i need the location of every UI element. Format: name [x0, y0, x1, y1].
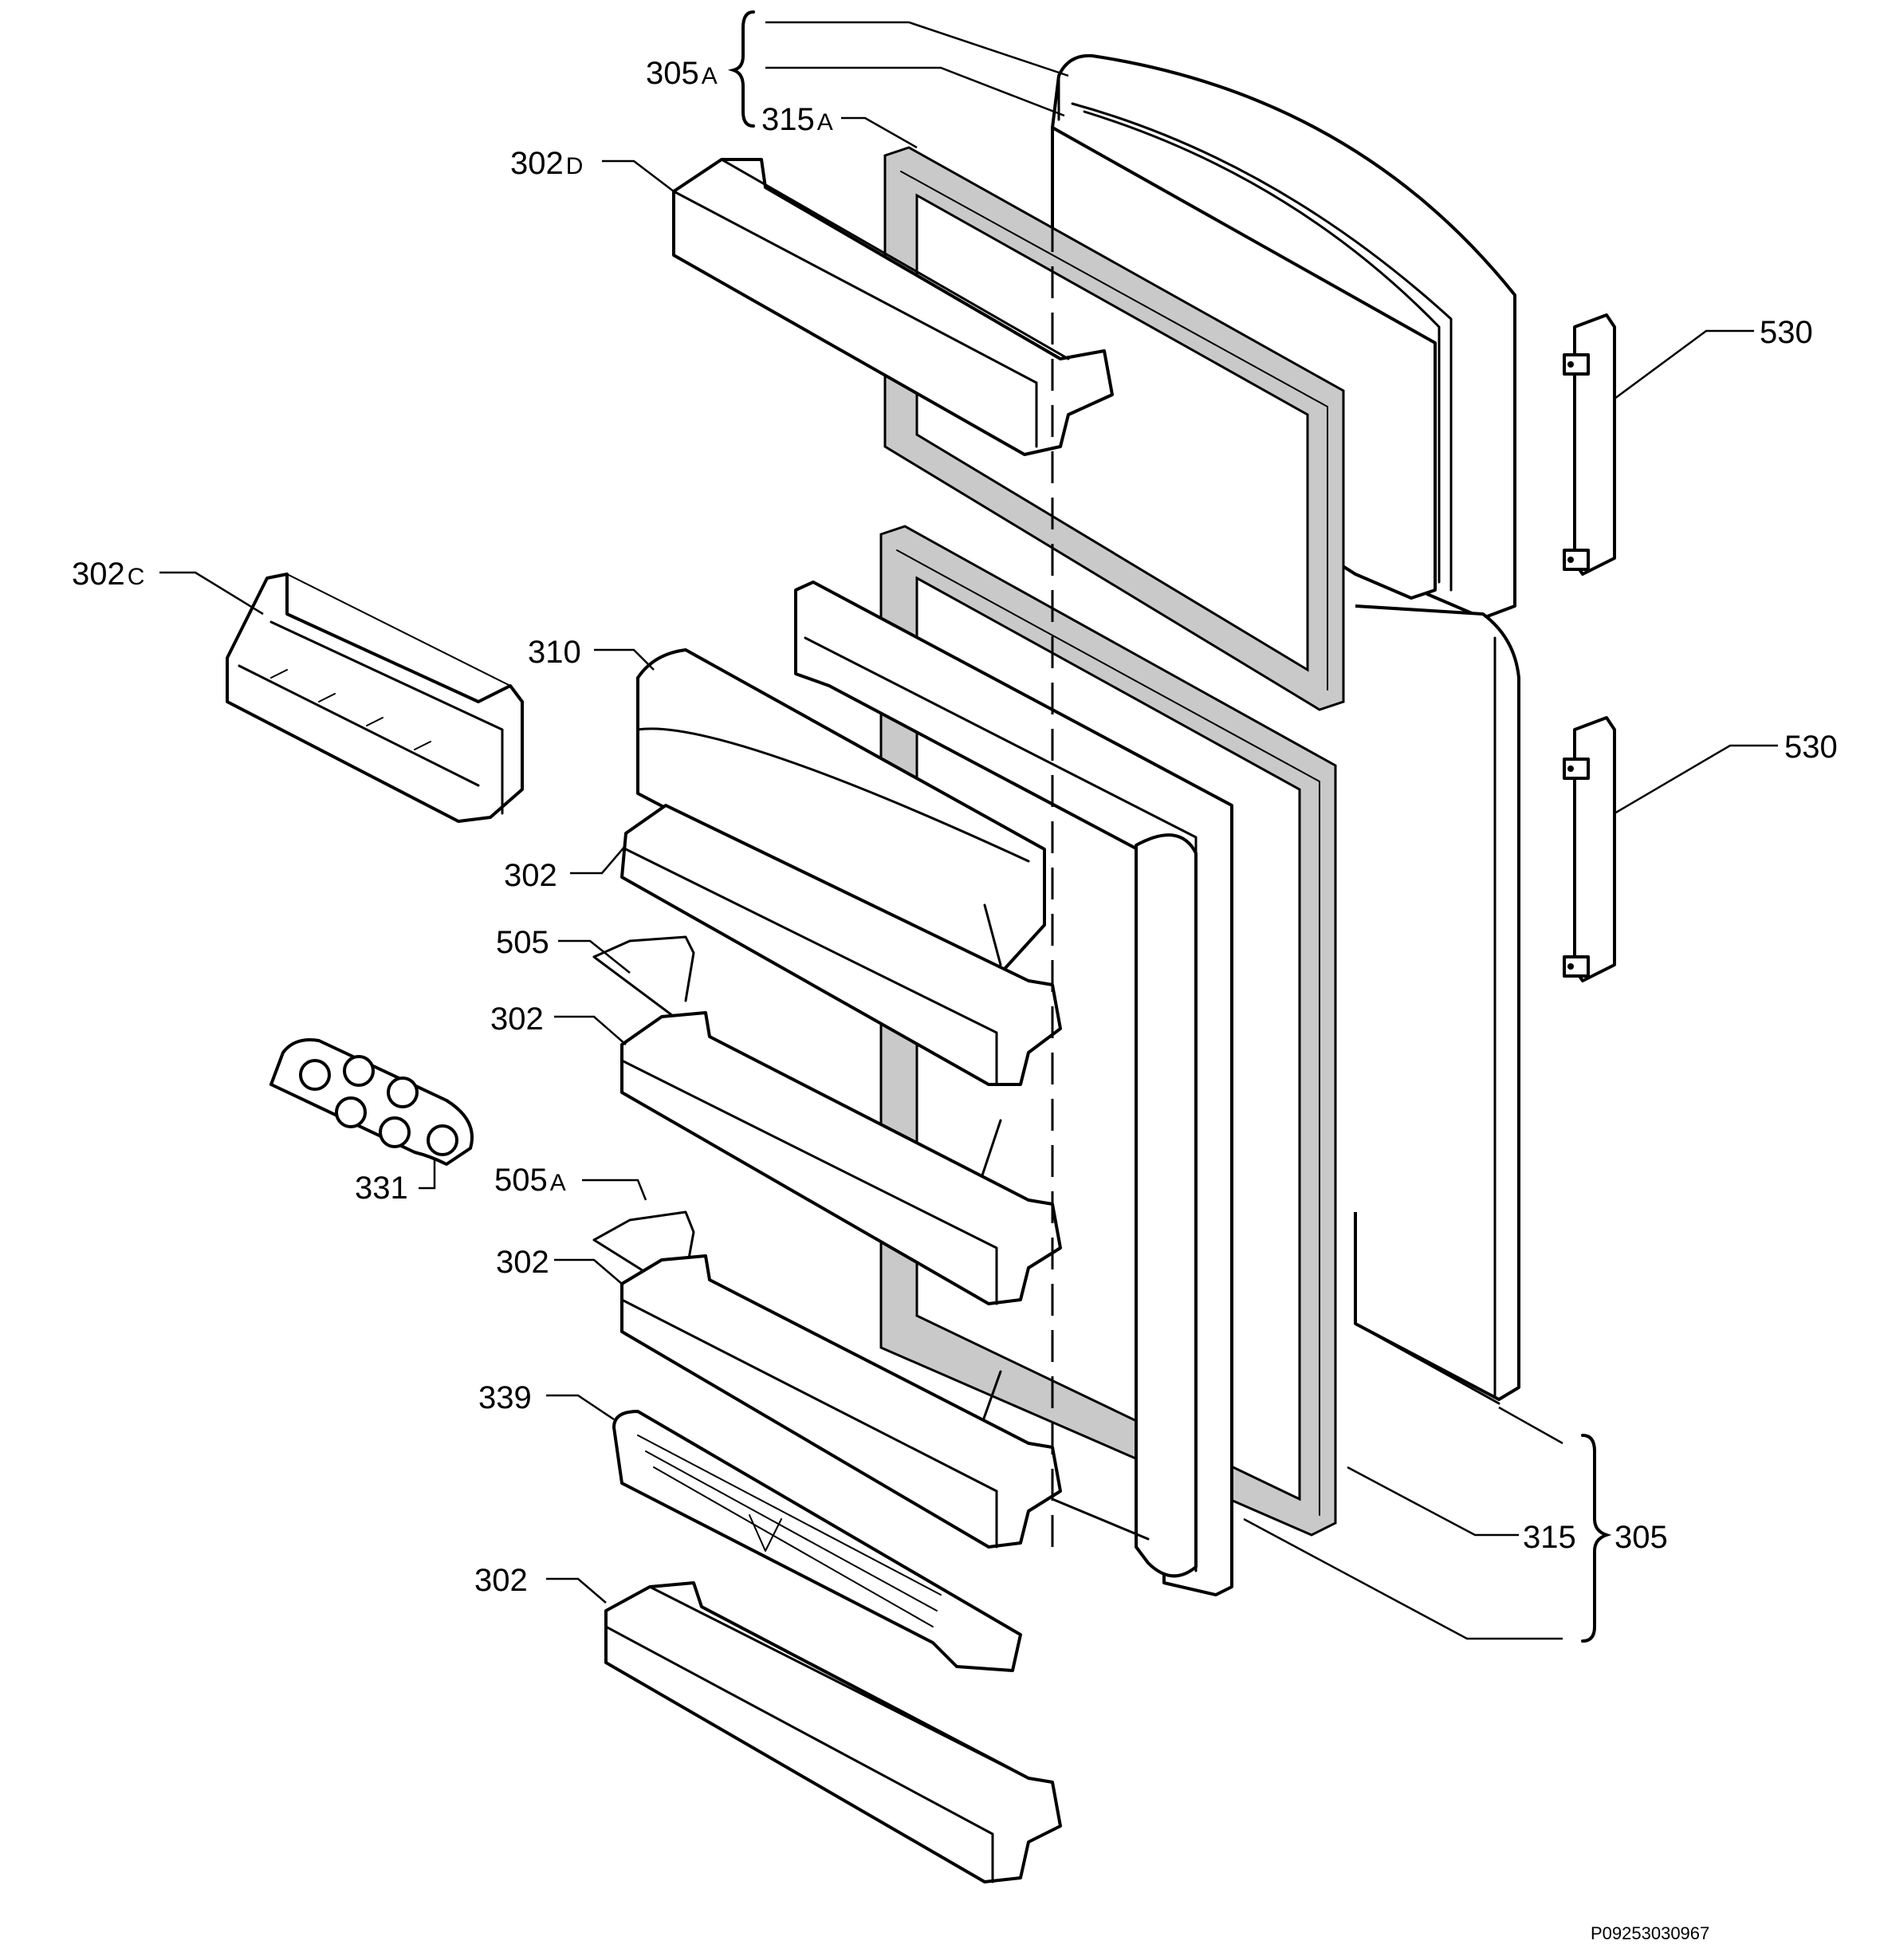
inner-door-liner — [794, 581, 1233, 1596]
shelf-cover-339 — [612, 1410, 1022, 1672]
shelf-302-2 — [620, 1011, 1062, 1305]
callout-530-1: 530 — [1760, 315, 1813, 350]
egg-tray — [269, 1038, 474, 1166]
brace-305a — [727, 10, 755, 128]
callout-310: 310 — [528, 635, 581, 670]
callout-305: 305 — [1615, 1520, 1668, 1555]
callout-331: 331 — [355, 1171, 408, 1206]
fridge-door — [1354, 604, 1520, 1405]
callout-505: 505 — [496, 925, 549, 960]
shelf-302-4 — [604, 1581, 1062, 1883]
callout-339: 339 — [478, 1380, 532, 1415]
shelf-302-1 — [620, 804, 1062, 1086]
callout-302-4: 302 — [474, 1563, 528, 1598]
callout-302-3: 302 — [496, 1245, 549, 1280]
drawing-code: P09253030967 — [1591, 1923, 1710, 1943]
shelf-302-3 — [620, 1254, 1062, 1549]
callout-530-2: 530 — [1784, 730, 1838, 765]
leader-lines — [159, 21, 1778, 1640]
callout-302-1: 302 — [504, 858, 557, 893]
door-handle-upper — [1563, 313, 1616, 576]
door-handle-lower — [1563, 716, 1616, 982]
callout-302-2: 302 — [490, 1002, 544, 1037]
brace-305 — [1581, 1434, 1612, 1643]
callout-315: 315 — [1523, 1520, 1576, 1555]
freezer-door-gasket — [883, 146, 1345, 711]
shelf-302d — [672, 158, 1114, 456]
shelf-302c — [226, 573, 524, 823]
